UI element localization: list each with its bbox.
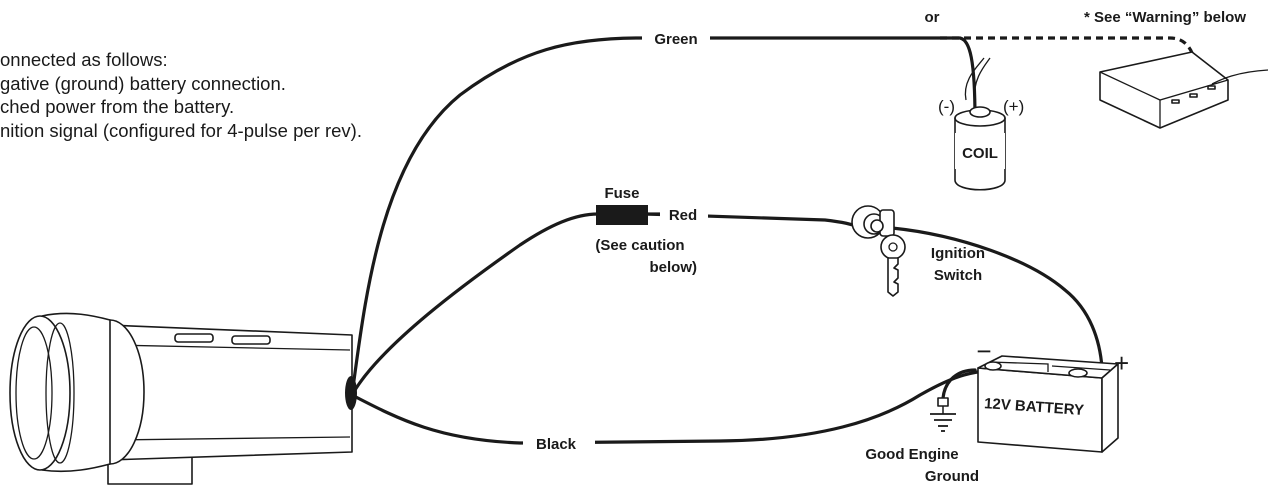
ignition-coil: COIL (-) (+) (938, 57, 1024, 191)
black-wire (350, 368, 1005, 445)
ignition-switch-label-line-2: Switch (934, 267, 982, 284)
ground-symbol (930, 397, 956, 432)
fuse (596, 205, 648, 225)
battery-plus-symbol: + (1114, 348, 1129, 378)
red-wire-to-fuse (350, 212, 600, 397)
ignition-switch-label-line-1: Ignition (931, 245, 985, 262)
ground-label-line-1: Good Engine (865, 446, 958, 463)
tachometer (9, 312, 357, 485)
caution-label-line-2: below) (650, 259, 698, 276)
intro-line-1: onnected as follows: (0, 49, 168, 70)
battery-negative-terminal (984, 361, 1002, 371)
fuse-label: Fuse (604, 185, 639, 202)
ignition-key (880, 234, 906, 260)
or-label: or (925, 9, 940, 26)
ground-label-line-2: Ground (925, 468, 979, 485)
intro-text: onnected as follows: gative (ground) bat… (0, 48, 362, 142)
module-box (1099, 51, 1229, 129)
coil-label: COIL (962, 145, 998, 162)
coil-negative-label: (-) (938, 97, 955, 116)
tach-button-1 (174, 333, 214, 343)
green-wire-label: Green (654, 31, 697, 48)
ignition-module (1099, 51, 1268, 129)
ground-wire (941, 368, 977, 400)
tach-wire-grommet (345, 376, 357, 410)
intro-line-3: ched power from the battery. (0, 96, 235, 117)
battery: 12V BATTERY − + (976, 336, 1129, 453)
coil-positive-label: (+) (1003, 97, 1024, 116)
tach-button-2 (231, 335, 271, 345)
caution-label-line-1: (See caution (595, 237, 684, 254)
intro-line-4: nition signal (configured for 4-pulse pe… (0, 119, 362, 141)
warning-note: * See “Warning” below (1084, 9, 1246, 26)
battery-minus-symbol: − (976, 336, 991, 366)
red-wire-label: Red (669, 207, 697, 224)
battery-positive-terminal (1068, 368, 1088, 378)
intro-line-2: gative (ground) battery connection. (0, 72, 286, 94)
tach-face-bezel (9, 315, 71, 471)
green-wire (350, 36, 977, 397)
black-wire-label: Black (536, 436, 577, 453)
battery-label: 12V BATTERY (984, 395, 1085, 419)
ignition-switch (851, 205, 906, 297)
switch-to-battery-wire (890, 226, 1104, 370)
